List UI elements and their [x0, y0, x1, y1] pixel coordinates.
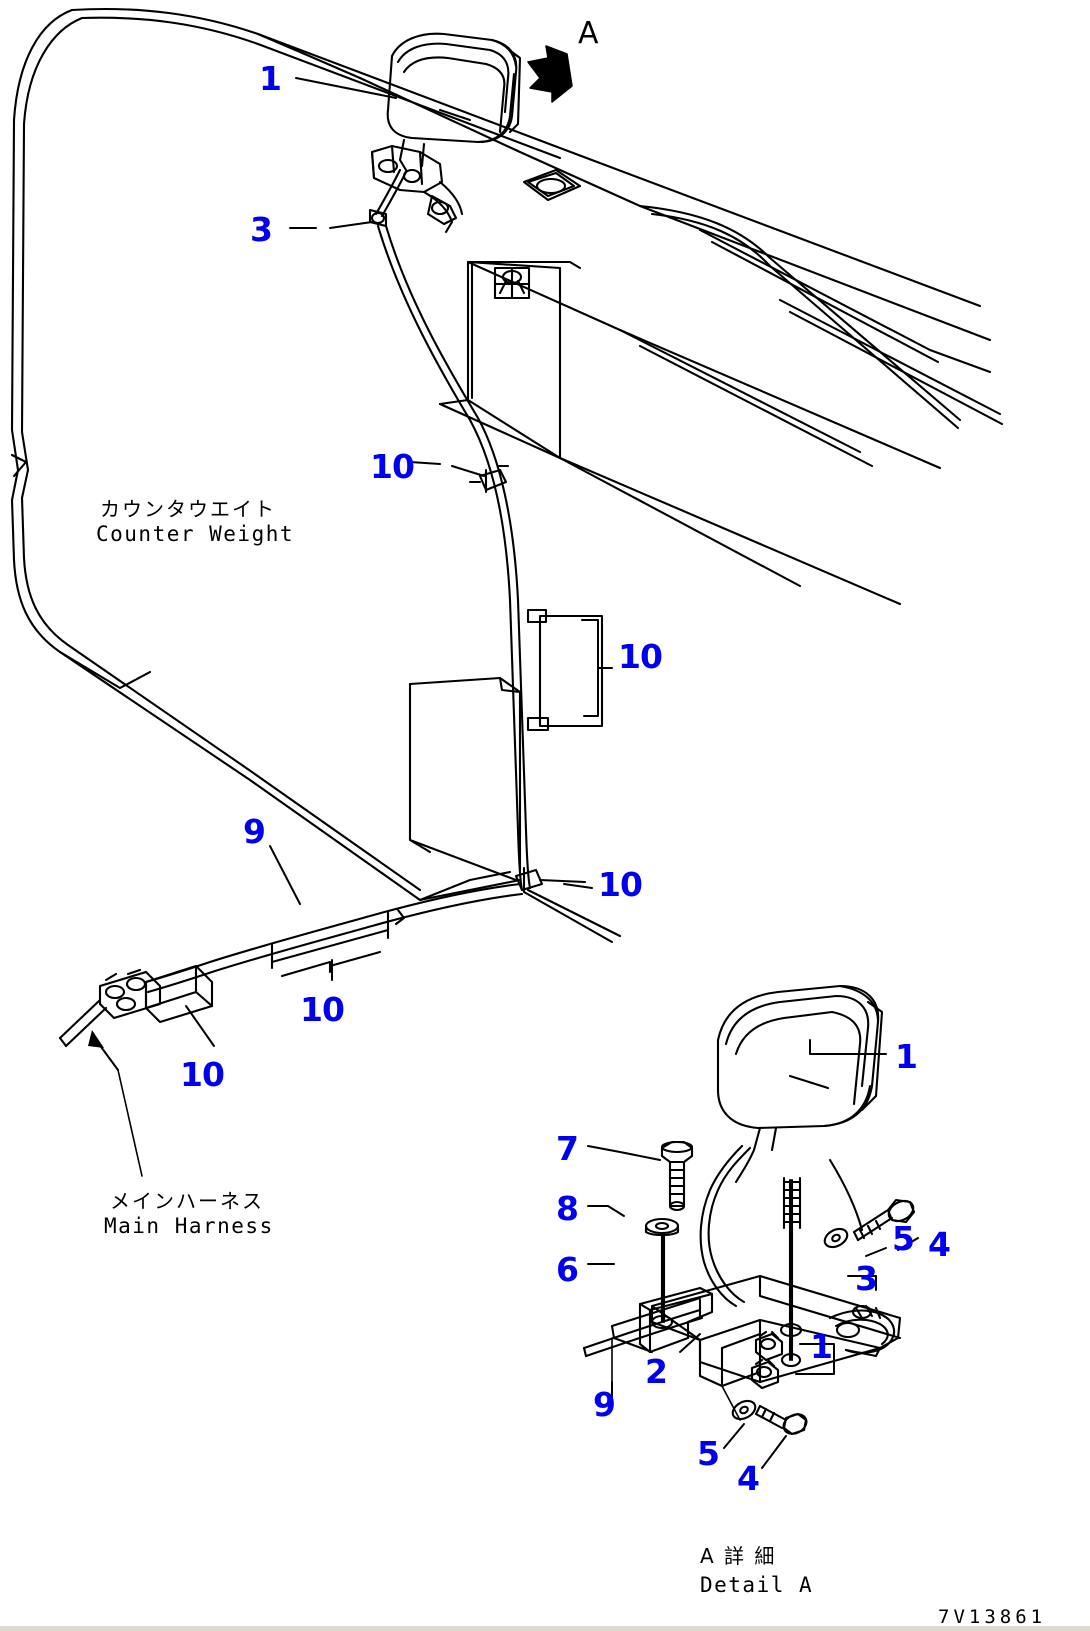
callout-8-washer: 8	[556, 1189, 579, 1228]
lamp-assembly-top	[370, 32, 522, 234]
callout-10-connector: 10	[180, 1055, 225, 1094]
detail-lamp-body	[699, 984, 884, 1368]
caption-main-harness-en: Main Harness	[104, 1214, 274, 1238]
callout-2-plate: 2	[645, 1352, 668, 1391]
main-harness-run	[144, 882, 524, 994]
deck-access-cover	[522, 168, 582, 202]
caption-detail-a-jp: A 詳 細	[700, 1544, 777, 1568]
callout-1-lamp-top: 1	[259, 59, 282, 98]
callout-10-clamp-harness: 10	[300, 990, 345, 1029]
callout-9-harness-detail: 9	[593, 1385, 616, 1424]
caption-detail-a-en: Detail A	[700, 1573, 814, 1597]
callout-4-bolt-bottom: 4	[737, 1459, 760, 1498]
detail-connectors-1	[750, 1330, 784, 1390]
document-number: 7V13861	[938, 1606, 1047, 1628]
weight-lower-slab	[408, 676, 522, 882]
caption-main-harness-jp: メインハーネス	[110, 1189, 264, 1213]
callout-5-washer-bottom: 5	[697, 1434, 720, 1473]
callout-5-washer-right: 5	[892, 1219, 915, 1258]
callout-6-bracket: 6	[556, 1250, 579, 1289]
section-arrow-icon	[527, 45, 573, 103]
clip-3	[828, 1304, 896, 1358]
washer-5-bolt-4	[823, 1198, 916, 1249]
callout-3-clip-top: 3	[250, 210, 273, 249]
callout-1-lamp-detail: 1	[895, 1037, 918, 1076]
callout-10-clamp-lower: 10	[598, 865, 643, 904]
washer-5-bolt-4-bottom	[721, 1385, 808, 1436]
footer-rule	[0, 1626, 1090, 1631]
callout-10-clamp-upper: 10	[370, 447, 415, 486]
clamp-upper	[468, 464, 510, 494]
callout-1-connectors: 1	[810, 1327, 833, 1366]
callout-3-clip-detail: 3	[855, 1259, 878, 1298]
caption-counter-weight-en: Counter Weight	[96, 522, 295, 546]
connector-box-face	[438, 260, 562, 460]
callout-4-bolt-right: 4	[928, 1225, 951, 1264]
upper-deck-panel	[358, 76, 1004, 606]
counter-weight-outline	[10, 7, 982, 902]
callout-7-bolt: 7	[556, 1129, 579, 1168]
clamp-mid	[526, 608, 604, 732]
detail-a-group	[582, 984, 916, 1436]
harness-connector	[58, 964, 214, 1177]
callout-10-clamp-mid: 10	[618, 637, 663, 676]
lamp-harness-upper	[368, 168, 532, 892]
callout-9-harness-left: 9	[243, 812, 266, 851]
detail-harness-9	[582, 1308, 704, 1383]
clamp-lower	[514, 866, 622, 944]
section-marker-letter: A	[578, 16, 599, 51]
leader-lines	[185, 77, 919, 1469]
caption-counter-weight-jp: カウンタウエイト	[100, 497, 276, 521]
bolt-7	[660, 1140, 694, 1212]
